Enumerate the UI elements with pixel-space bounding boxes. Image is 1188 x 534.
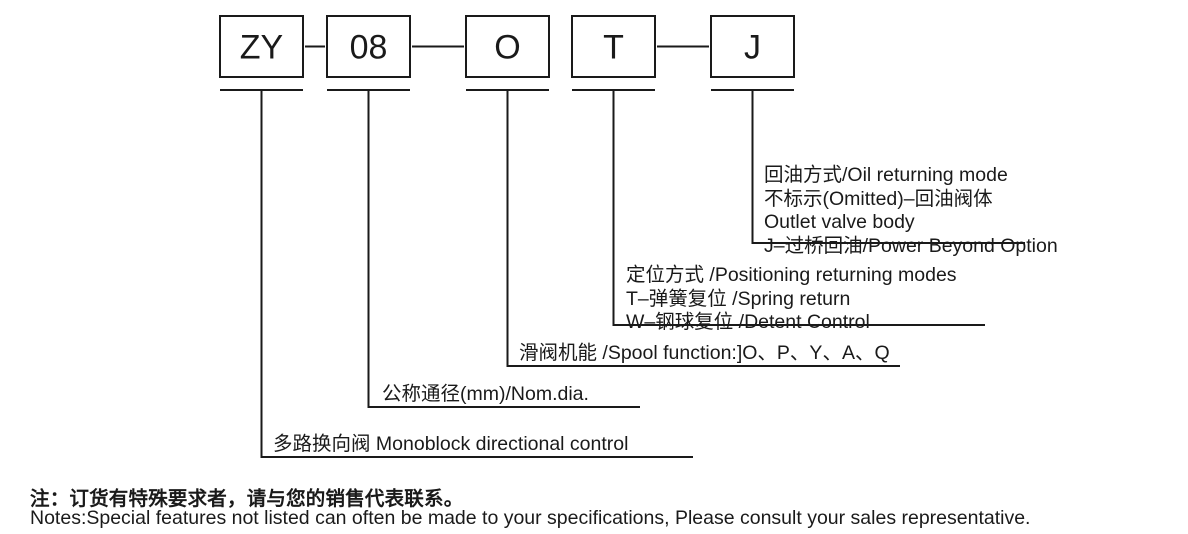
- code-box-nominal-dia-rect: [326, 15, 411, 78]
- annotation-nominal-diameter: 公称通径(mm)/Nom.dia.: [382, 383, 589, 407]
- code-box-oil-return: J: [710, 15, 795, 78]
- annotation-positioning-modes-line-3: W–钢球复位 /Detent Control: [626, 311, 870, 333]
- code-box-series-label: ZY: [240, 29, 283, 67]
- leader-line-series: [220, 89, 693, 458]
- code-box-nominal-dia: 08: [326, 15, 411, 78]
- leader-line-nominal-dia: [327, 89, 640, 408]
- code-box-series-rect: [219, 15, 304, 78]
- code-box-nominal-dia-label: 08: [350, 29, 388, 67]
- code-box-oil-return-rect: [710, 15, 795, 78]
- code-box-positioning: T: [571, 15, 656, 78]
- annotation-oil-returning-mode-line-3: Outlet valve body: [764, 211, 915, 233]
- annotation-spool-function-line-1: 滑阀机能 /Spool function:]O、P、Y、A、Q: [519, 342, 890, 364]
- annotation-positioning-modes: 定位方式 /Positioning returning modes T–弹簧复位…: [626, 264, 957, 335]
- annotation-spool-function: 滑阀机能 /Spool function:]O、P、Y、A、Q: [519, 342, 890, 366]
- code-box-positioning-label: T: [603, 29, 624, 67]
- leader-line-positioning: [572, 89, 985, 326]
- annotation-oil-returning-mode: 回油方式/Oil returning mode 不标示(Omitted)–回油阀…: [764, 164, 1058, 258]
- annotation-monoblock-line-1: 多路换向阀 Monoblock directional control: [273, 433, 629, 455]
- code-box-positioning-rect: [571, 15, 656, 78]
- leader-line-spool-func: [466, 89, 900, 367]
- annotation-oil-returning-mode-line-2: 不标示(Omitted)–回油阀体: [764, 187, 993, 210]
- annotation-oil-returning-mode-line-1: 回油方式/Oil returning mode: [764, 164, 1008, 186]
- annotation-oil-returning-mode-line-4: J–过桥回油/Power Beyond Option: [764, 234, 1058, 257]
- annotation-nominal-diameter-line-1: 公称通径(mm)/Nom.dia.: [382, 383, 589, 405]
- leader-line-oil-return: [711, 89, 1025, 244]
- code-box-spool-func: O: [465, 15, 550, 78]
- annotation-monoblock-directional-control: 多路换向阀 Monoblock directional control: [273, 433, 628, 457]
- code-box-oil-return-label: J: [744, 29, 761, 67]
- notes-english: Notes:Special features not listed can of…: [30, 507, 1031, 529]
- notes-chinese: 注：订货有特殊要求者，请与您的销售代表联系。: [30, 488, 464, 510]
- annotation-positioning-modes-line-1: 定位方式 /Positioning returning modes: [626, 264, 957, 286]
- code-box-spool-func-rect: [465, 15, 550, 78]
- code-box-spool-func-label: O: [494, 29, 520, 67]
- annotation-positioning-modes-line-2: T–弹簧复位 /Spring return: [626, 287, 851, 310]
- code-box-series: ZY: [219, 15, 304, 78]
